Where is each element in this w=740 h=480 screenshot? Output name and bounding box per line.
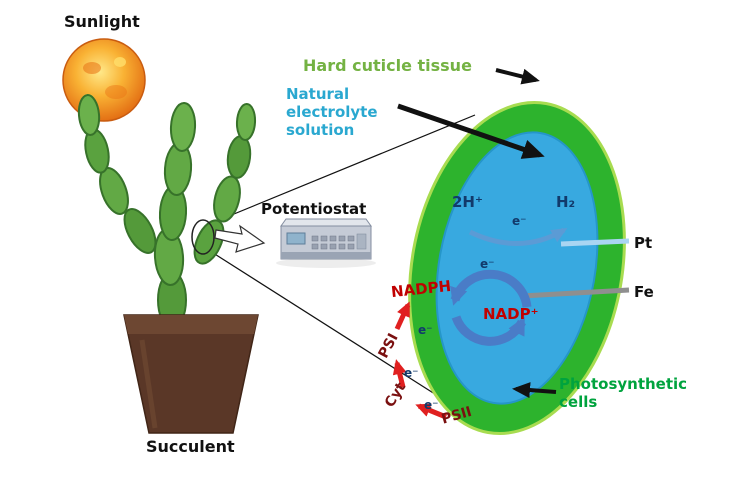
electron-label-psii: e⁻ <box>424 398 439 412</box>
arrow-psii-to-cyt <box>415 403 447 420</box>
nadp-label: NADP⁺ <box>483 305 539 323</box>
arrow-to-electrolyte <box>397 103 545 159</box>
potentiostat-label: Potentiostat <box>261 200 367 218</box>
pt-electrode-line <box>560 238 630 247</box>
pt-label: Pt <box>634 234 653 252</box>
electron-label-cyt: e⁻ <box>404 366 419 380</box>
fe-label: Fe <box>634 283 654 301</box>
arrow-to-cuticle <box>495 68 540 85</box>
electron-label-h2: e⁻ <box>512 214 527 228</box>
potentiostat-device-icon <box>276 218 376 268</box>
nadph-cycle-arrow-bottom <box>451 315 526 346</box>
hard-cuticle-label: Hard cuticle tissue <box>303 56 472 75</box>
nadph-cycle-arrow-top <box>450 269 532 308</box>
h2-evolution-arrow <box>468 227 568 246</box>
electrolyte-label: Natural electrolyte solution <box>286 85 378 139</box>
succulent-plant-icon <box>77 94 257 329</box>
magnification-line-top <box>211 114 476 224</box>
probe-arrow-icon <box>214 224 266 253</box>
arrow-psi-to-nadph <box>394 301 411 331</box>
magnified-region-circle <box>191 219 215 255</box>
electron-label-psi: e⁻ <box>418 323 433 337</box>
hydrogen-label: H₂ <box>556 193 576 211</box>
sun-icon <box>62 38 146 122</box>
photosynthetic-cells-label: Photosynthetic cells <box>559 375 688 411</box>
protons-label: 2H⁺ <box>452 193 483 211</box>
sunlight-label: Sunlight <box>64 12 140 31</box>
succulent-label: Succulent <box>146 437 235 456</box>
plant-pot-icon <box>123 314 259 434</box>
fe-electrode-line <box>521 287 630 299</box>
arrow-cyt-to-psi <box>392 359 407 388</box>
electron-label-cycle: e⁻ <box>480 257 495 271</box>
arrow-to-photosynthetic-cells <box>512 382 557 399</box>
